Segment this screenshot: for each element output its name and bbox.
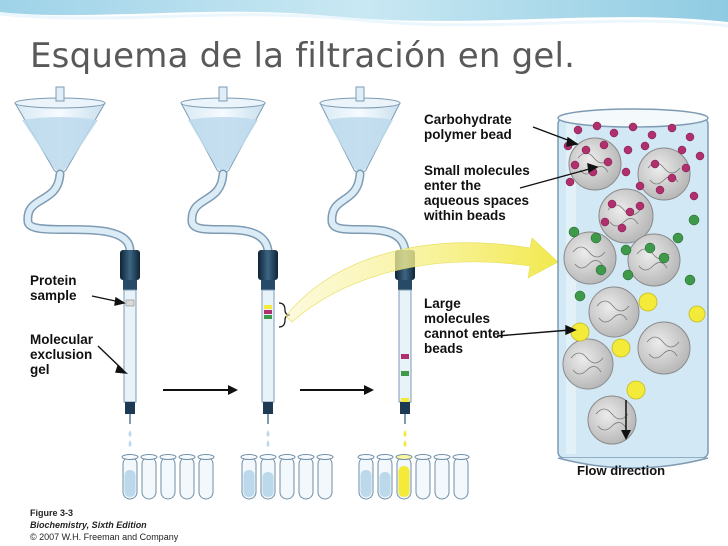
figure-copyright: © 2007 W.H. Freeman and Company: [30, 532, 179, 542]
medium-molecules: [568, 214, 700, 302]
label-line: Carbohydrate: [424, 112, 512, 127]
pointer-lines: [91, 126, 599, 374]
label-line: polymer bead: [424, 127, 512, 142]
small-molecules: [563, 121, 705, 233]
figure-number: Figure 3-3: [30, 508, 74, 518]
column-apparatus-2: [180, 86, 291, 447]
label-line: Small molecules: [424, 163, 530, 178]
label-line: molecules: [424, 311, 491, 326]
header-wave: [0, 0, 728, 28]
test-tubes-3: [357, 454, 470, 500]
label-line: Large: [424, 296, 461, 311]
label-line: cannot enter: [424, 326, 506, 341]
label-carbohydrate-bead: Carbohydrate polymer bead: [424, 112, 512, 142]
figure-book: Biochemistry, Sixth Edition: [30, 520, 147, 530]
label-line: within beads: [424, 208, 506, 223]
test-tubes-1: [121, 454, 215, 500]
test-tubes-2: [240, 454, 334, 500]
label-small-molecules: Small molecules enter the aqueous spaces…: [424, 163, 530, 223]
label-molecular-exclusion-gel: Molecular exclusion gel: [30, 332, 93, 377]
process-arrow-2: [300, 385, 374, 395]
flow-direction-arrow: [621, 400, 631, 440]
label-line: beads: [424, 341, 464, 356]
label-large-molecules: Large molecules cannot enter beads: [424, 296, 505, 356]
zoom-arrow: [285, 237, 559, 323]
label-line: enter the: [424, 178, 482, 193]
label-line: Protein: [30, 273, 77, 288]
label-line: gel: [30, 362, 50, 377]
slide-title: Esquema de la filtración en gel.: [30, 36, 576, 76]
label-protein-sample: Protein sample: [30, 273, 77, 303]
label-line: exclusion: [30, 347, 93, 362]
column-apparatus-1: [14, 86, 140, 447]
label-line: sample: [30, 288, 77, 303]
label-line: aqueous spaces: [424, 193, 530, 208]
process-arrow-1: [163, 385, 238, 395]
column-apparatus-3: [319, 86, 415, 447]
large-molecules: [570, 292, 706, 400]
label-line: Molecular: [30, 332, 94, 347]
label-flow-direction: Flow direction: [577, 463, 666, 478]
